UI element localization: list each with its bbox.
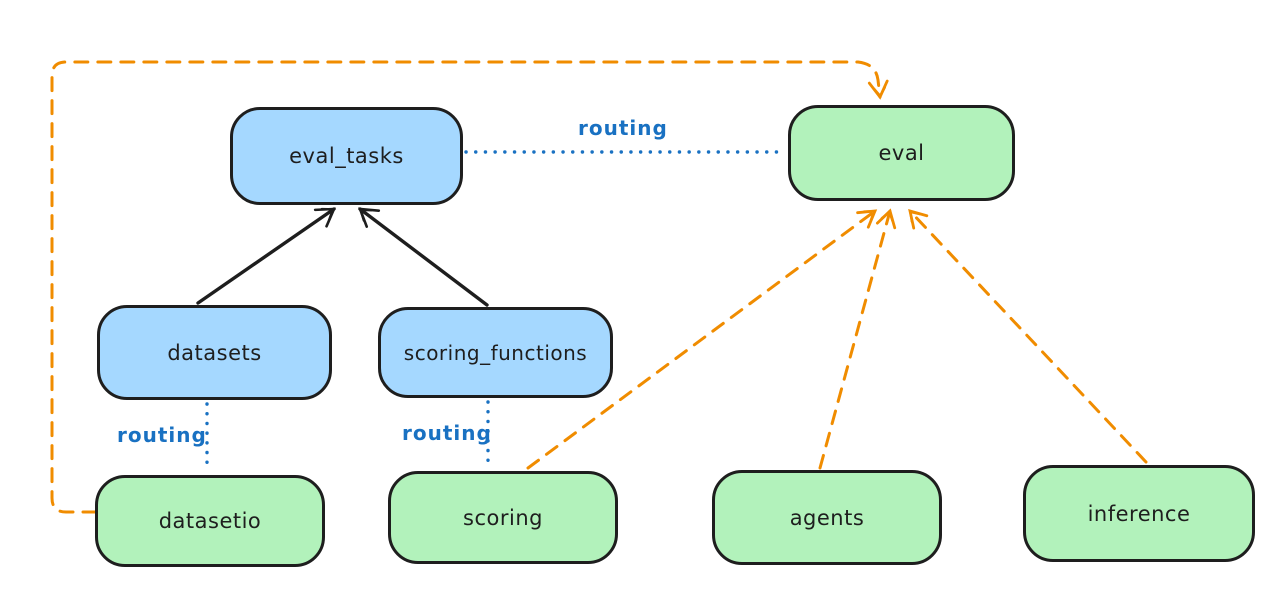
edge-label-routing-eval-tasks-eval: routing <box>578 116 668 140</box>
node-datasetio: datasetio <box>95 475 325 567</box>
node-agents-label: agents <box>789 505 865 530</box>
edge-agents-to-eval <box>818 208 897 470</box>
node-inference: inference <box>1023 465 1255 562</box>
edge-label-routing-datasets-datasetio: routing <box>117 423 207 447</box>
node-scoring-functions: scoring_functions <box>378 307 613 398</box>
node-inference-label: inference <box>1087 501 1191 526</box>
edge-label-routing-scoring-functions-scoring: routing <box>402 421 492 445</box>
edge-inference-to-eval <box>908 209 1148 464</box>
node-eval-label: eval <box>878 141 925 165</box>
node-scoring-functions-label: scoring_functions <box>403 340 588 365</box>
node-datasets-label: datasets <box>167 340 262 365</box>
node-eval: eval <box>788 105 1015 201</box>
edge-scoring-functions-to-eval-tasks <box>358 207 489 307</box>
node-eval-tasks: eval_tasks <box>230 107 463 205</box>
node-datasetio-label: datasetio <box>158 509 262 533</box>
node-datasets: datasets <box>97 305 332 400</box>
edge-datasets-to-eval-tasks <box>196 207 337 305</box>
node-scoring: scoring <box>388 471 618 564</box>
node-scoring-label: scoring <box>463 505 543 530</box>
node-agents: agents <box>712 470 942 565</box>
node-eval-tasks-label: eval_tasks <box>289 144 404 168</box>
